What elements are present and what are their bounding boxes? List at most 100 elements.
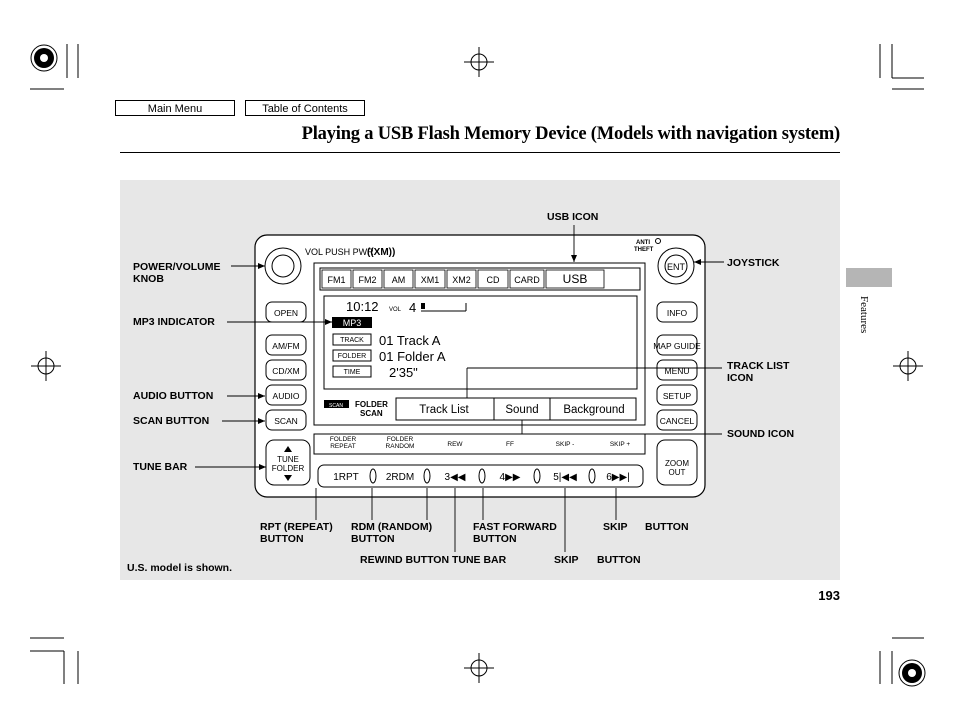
svg-text:CANCEL: CANCEL — [660, 416, 695, 426]
track-list-icon-callout: TRACK LIST ICON — [727, 360, 790, 384]
svg-text:VOL: VOL — [389, 307, 402, 313]
preset-button-4[interactable]: 4▶▶ — [500, 468, 541, 484]
svg-text:ZOOM: ZOOM — [665, 459, 689, 468]
svg-text:6▶▶|: 6▶▶| — [606, 472, 630, 483]
ff-button-callout: FAST FORWARD BUTTON — [473, 521, 557, 545]
preset-button-2[interactable]: 2RDM — [386, 468, 431, 484]
svg-text:FF: FF — [506, 441, 514, 448]
source-tab-xm2[interactable]: XM2 — [446, 269, 477, 289]
svg-text:AUDIO: AUDIO — [273, 391, 300, 401]
button-map-guide[interactable]: MAP GUIDE — [653, 334, 701, 356]
page-title: Playing a USB Flash Memory Device (Model… — [301, 124, 841, 144]
sound-softkey: Sound — [505, 404, 538, 416]
audio-button-callout: AUDIO BUTTON — [133, 390, 214, 402]
svg-text:XM2: XM2 — [452, 275, 471, 285]
track-list-softkey: Track List — [419, 404, 469, 416]
source-tab-fm2[interactable]: FM2 — [352, 269, 383, 289]
svg-text:FOLDER: FOLDER — [355, 400, 388, 409]
svg-text:CARD: CARD — [514, 275, 540, 285]
main-menu-button[interactable]: Main Menu — [115, 100, 235, 116]
skip-bottom-callout: SKIP — [554, 554, 579, 566]
preset-label-4: SKIP - — [556, 441, 575, 448]
xm-logo: ((XM)) — [367, 247, 395, 258]
button-scan[interactable]: SCAN — [265, 409, 307, 431]
svg-text:INFO: INFO — [667, 308, 688, 318]
svg-text:AM: AM — [392, 275, 406, 285]
svg-text:USB: USB — [563, 272, 588, 286]
source-tab-cd[interactable]: CD — [477, 269, 509, 289]
svg-text:SCAN: SCAN — [274, 416, 298, 426]
sound-icon-callout: SOUND ICON — [727, 428, 795, 440]
preset-button-1[interactable]: 1RPT — [333, 468, 377, 484]
button-audio[interactable]: AUDIO — [265, 384, 307, 406]
preset-label-3: FF — [506, 441, 514, 448]
svg-text:4: 4 — [409, 300, 416, 315]
svg-text:TUNE: TUNE — [277, 455, 299, 464]
button-setup[interactable]: SETUP — [656, 384, 698, 406]
svg-text:MP3: MP3 — [343, 318, 362, 328]
svg-text:TIME: TIME — [344, 369, 361, 376]
usb-icon-callout: USB ICON — [547, 211, 599, 223]
source-tab-xm1[interactable]: XM1 — [414, 269, 446, 289]
preset-label-2: REW — [447, 441, 463, 448]
section-label: Features — [858, 296, 870, 334]
preset-button-5[interactable]: 5|◀◀ — [553, 468, 596, 484]
joystick-callout: JOYSTICK — [727, 257, 780, 269]
power-knob-callout: POWER/VOLUME KNOB — [133, 261, 221, 285]
button-top-callout: BUTTON — [645, 521, 689, 533]
svg-text:THEFT: THEFT — [634, 247, 654, 253]
svg-text:3◀◀: 3◀◀ — [445, 472, 466, 483]
button-menu[interactable]: MENU — [656, 359, 698, 381]
skip-top-callout: SKIP — [603, 521, 628, 533]
button-cd-xm[interactable]: CD/XM — [265, 359, 307, 381]
svg-text:FOLDER: FOLDER — [338, 353, 366, 360]
source-tab-card[interactable]: CARD — [509, 269, 545, 289]
preset-label-5: SKIP + — [610, 441, 631, 448]
folder-line: 01 Folder A — [379, 349, 446, 364]
rewind-tune-callout: REWIND BUTTON TUNE BAR — [360, 554, 507, 566]
button-cancel[interactable]: CANCEL — [656, 409, 698, 431]
table-of-contents-button[interactable]: Table of Contents — [245, 100, 365, 116]
svg-text:FM1: FM1 — [328, 275, 346, 285]
svg-text:XM1: XM1 — [421, 275, 440, 285]
svg-text:2RDM: 2RDM — [386, 472, 414, 483]
source-tabs: FM1 FM2 AM XM1 XM2 CD CARD USB — [321, 269, 605, 289]
preset-button-6[interactable]: 6▶▶| — [606, 472, 630, 483]
section-tab — [846, 268, 892, 287]
svg-text:FOLDER: FOLDER — [272, 464, 305, 473]
svg-text:4▶▶: 4▶▶ — [500, 472, 521, 483]
mp3-indicator-callout: MP3 INDICATOR — [133, 316, 215, 328]
svg-text:REW: REW — [447, 441, 463, 448]
button-am-fm[interactable]: AM/FM — [265, 334, 307, 356]
preset-buttons: 1RPT 2RDM 3◀◀ 4▶▶ 5|◀◀ 6▶▶| — [333, 468, 630, 484]
button-bottom-callout: BUTTON — [597, 554, 641, 566]
page-number: 193 — [818, 588, 840, 603]
anti-theft-label: ANTI — [636, 240, 650, 246]
tune-bar-callout: TUNE BAR — [133, 461, 188, 473]
button-info[interactable]: INFO — [656, 301, 698, 323]
source-tab-usb[interactable]: USB — [545, 269, 605, 289]
vol-pwr-label: VOL PUSH PWR — [305, 247, 374, 257]
track-line: 01 Track A — [379, 333, 441, 348]
svg-text:REPEAT: REPEAT — [330, 443, 356, 450]
svg-text:SETUP: SETUP — [663, 391, 692, 401]
svg-text:SKIP +: SKIP + — [610, 441, 631, 448]
left-buttons: OPEN AM/FM CD/XM AUDIO SCAN — [265, 301, 307, 431]
svg-text:SCAN: SCAN — [360, 409, 383, 418]
svg-text:FOLDER: FOLDER — [330, 436, 357, 443]
svg-text:5|◀◀: 5|◀◀ — [553, 472, 577, 483]
svg-text:FM2: FM2 — [359, 275, 377, 285]
source-tab-am[interactable]: AM — [383, 269, 414, 289]
clock-display: 10:12 — [346, 299, 379, 314]
rpt-button-callout: RPT (REPEAT) BUTTON — [260, 521, 333, 545]
preset-button-3[interactable]: 3◀◀ — [445, 468, 486, 484]
svg-text:SCAN: SCAN — [329, 403, 343, 409]
source-tab-fm1[interactable]: FM1 — [321, 269, 352, 289]
button-open[interactable]: OPEN — [265, 301, 307, 323]
power-volume-knob — [264, 247, 302, 285]
svg-text:TRACK: TRACK — [340, 337, 364, 344]
